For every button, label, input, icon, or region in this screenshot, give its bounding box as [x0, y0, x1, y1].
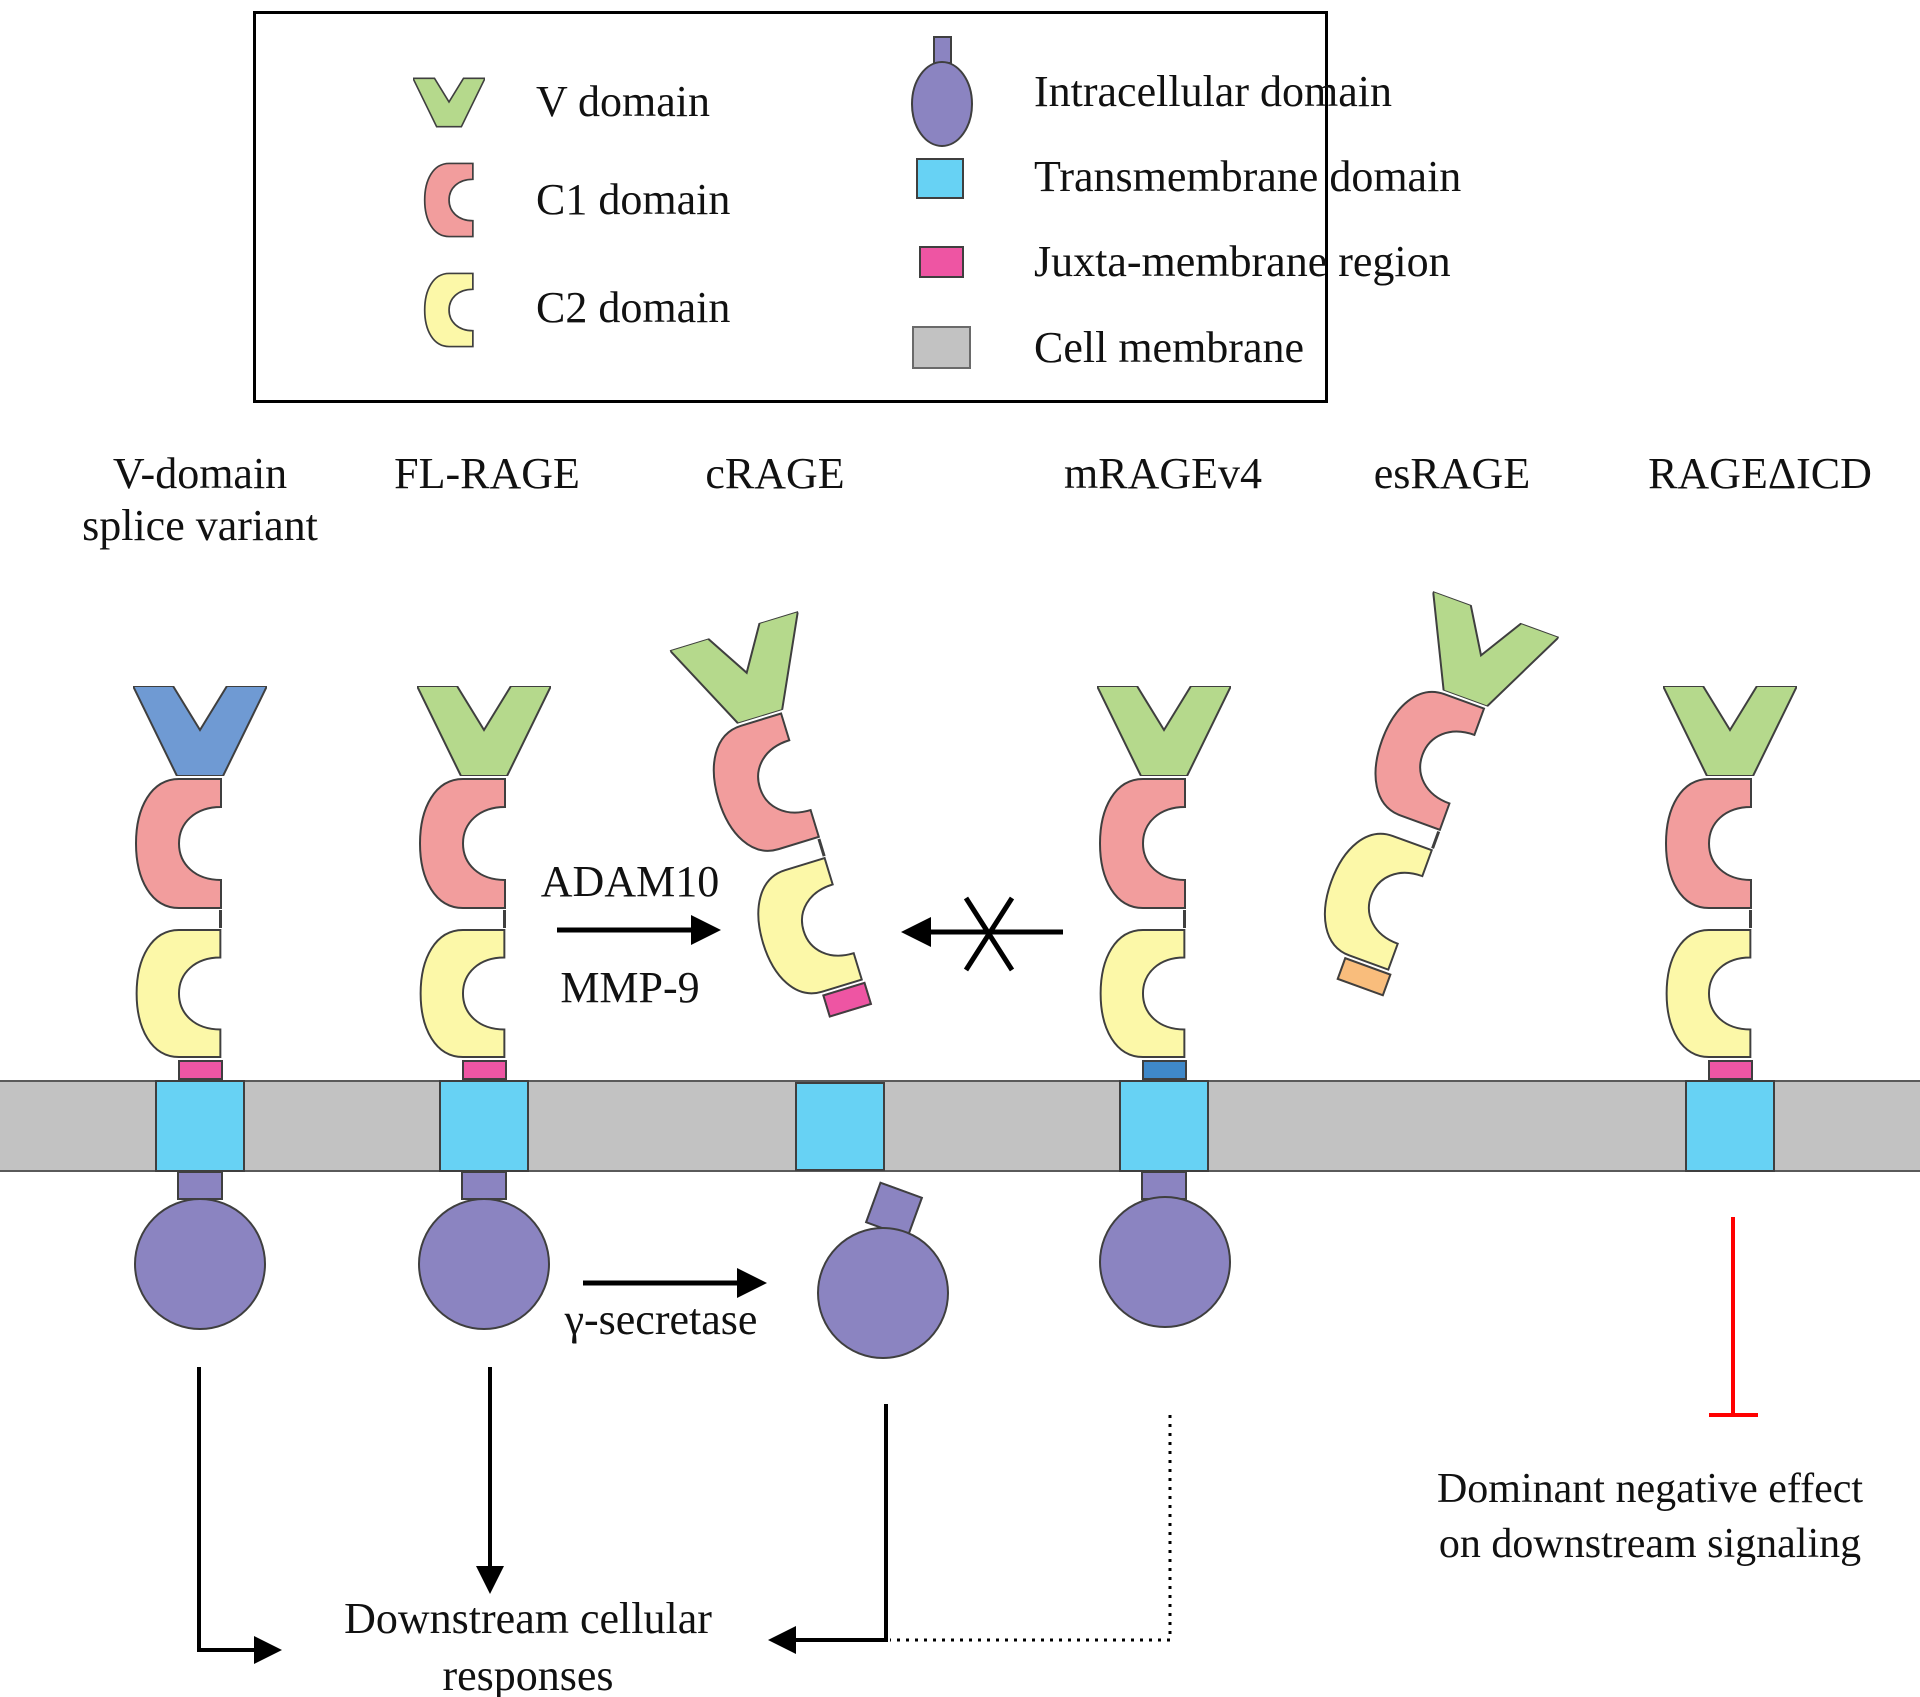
c1-domain-shape	[418, 778, 506, 909]
label-crage: cRAGE	[705, 449, 845, 498]
downstream-responses-label: Downstream cellular responses	[318, 1590, 738, 1697]
domain-connector	[1749, 910, 1752, 928]
v-domain-icon	[413, 77, 485, 128]
adam10-label: ADAM10	[540, 857, 720, 906]
cell-membrane	[0, 1080, 1920, 1172]
transmembrane-domain-remnant	[795, 1082, 885, 1171]
v-domain-shape	[417, 686, 551, 776]
c2-domain-shape	[757, 856, 864, 995]
intracellular-domain	[418, 1198, 550, 1330]
c2-domain-shape	[1324, 832, 1434, 971]
transmembrane-domain	[1685, 1080, 1775, 1172]
legend-label-intracellular: Intracellular domain	[1034, 67, 1392, 116]
c2-domain-icon	[423, 272, 474, 348]
label-fl-rage: FL-RAGE	[394, 449, 580, 498]
label-rage-delta-icd: RAGEΔICD	[1648, 449, 1872, 498]
domain-connector	[219, 910, 222, 928]
gamma-secretase-label: γ-secretase	[564, 1295, 758, 1344]
label-line1: V-domain	[112, 449, 288, 498]
downstream-arrow-released-icd	[768, 1404, 888, 1654]
juxta-membrane-region	[178, 1060, 223, 1080]
v-domain-shape	[1431, 591, 1560, 708]
label-esrage: esRAGE	[1373, 449, 1531, 498]
legend-label-c1-domain: C1 domain	[536, 175, 731, 224]
x-cross-line	[963, 896, 1015, 972]
protein-v-domain-splice-variant	[133, 686, 267, 1084]
legend-label-transmembrane: Transmembrane domain	[1034, 152, 1462, 201]
transmembrane-domain	[439, 1080, 529, 1172]
c1-domain-shape	[712, 712, 821, 852]
legend-label-juxta-membrane: Juxta-membrane region	[1034, 237, 1451, 286]
inhibition-t-bar	[1709, 1217, 1758, 1417]
c2-domain-shape	[1665, 928, 1752, 1059]
protein-esrage	[1297, 591, 1560, 1011]
c2-domain-shape	[135, 928, 222, 1059]
mmp9-label: MMP-9	[560, 963, 700, 1012]
v-domain-shape	[669, 611, 800, 725]
juxta-membrane-region	[1708, 1060, 1753, 1080]
v-domain-shape	[1663, 686, 1797, 776]
dominant-line1: Dominant negative effect	[1436, 1466, 1864, 1512]
legend-label-cell-membrane: Cell membrane	[1034, 323, 1305, 372]
downstream-arrow-fl-rage	[476, 1367, 504, 1594]
released-intracellular-domain	[817, 1227, 949, 1359]
juxta-membrane-region-v4	[1142, 1060, 1187, 1080]
protein-fl-rage	[417, 686, 551, 1084]
c1-domain-shape	[134, 778, 222, 909]
protein-mragev4	[1097, 686, 1231, 1084]
juxta-membrane-icon	[919, 246, 964, 278]
x-cross-line	[963, 896, 1015, 972]
intracellular-domain-icon	[911, 36, 973, 147]
intracellular-domain	[134, 1198, 266, 1330]
adam10-mmp9-arrow	[557, 915, 721, 945]
transmembrane-domain	[155, 1080, 245, 1172]
c1-domain-shape	[1374, 691, 1486, 832]
dominant-negative-label: Dominant negative effect on downstream s…	[1370, 1462, 1920, 1571]
c1-domain-shape	[1098, 778, 1186, 909]
protein-crage	[669, 611, 915, 1031]
downstream-line1: Downstream cellular	[344, 1594, 712, 1643]
v-domain-shape	[1097, 686, 1231, 776]
dominant-line2: on downstream signaling	[1438, 1520, 1862, 1567]
domain-connector	[1431, 830, 1441, 849]
icd-stem	[461, 1171, 507, 1200]
label-mragev4: mRAGEv4	[1064, 449, 1262, 498]
domain-connector	[503, 910, 506, 928]
downstream-arrow-splice-variant	[197, 1367, 282, 1664]
legend-label-c2-domain: C2 domain	[536, 283, 731, 332]
legend-box: V domain C1 domain C2 domain Intracellul…	[253, 11, 1461, 403]
cell-membrane-icon	[912, 326, 971, 369]
protein-rage-delta-icd	[1663, 686, 1797, 1084]
downstream-line2: responses	[442, 1651, 614, 1697]
domain-connector	[1183, 910, 1186, 928]
transmembrane-domain	[1119, 1080, 1209, 1172]
c1-domain-icon	[423, 162, 474, 238]
v-domain-shape-blue	[133, 686, 267, 776]
c2-domain-shape	[419, 928, 506, 1059]
label-line2: splice variant	[82, 500, 318, 550]
transmembrane-domain-icon	[916, 158, 964, 199]
legend-label-v-domain: V domain	[536, 77, 710, 126]
c2-domain-shape	[1099, 928, 1186, 1059]
intracellular-domain	[1099, 1196, 1231, 1328]
juxta-membrane-region	[462, 1060, 507, 1080]
blocked-arrow	[901, 896, 1063, 972]
label-v-domain-splice-variant: V-domain splice variant	[50, 448, 350, 552]
c1-domain-shape	[1664, 778, 1752, 909]
icd-stem	[177, 1171, 223, 1200]
downstream-dotted-line-mragev4	[890, 1415, 1172, 1642]
